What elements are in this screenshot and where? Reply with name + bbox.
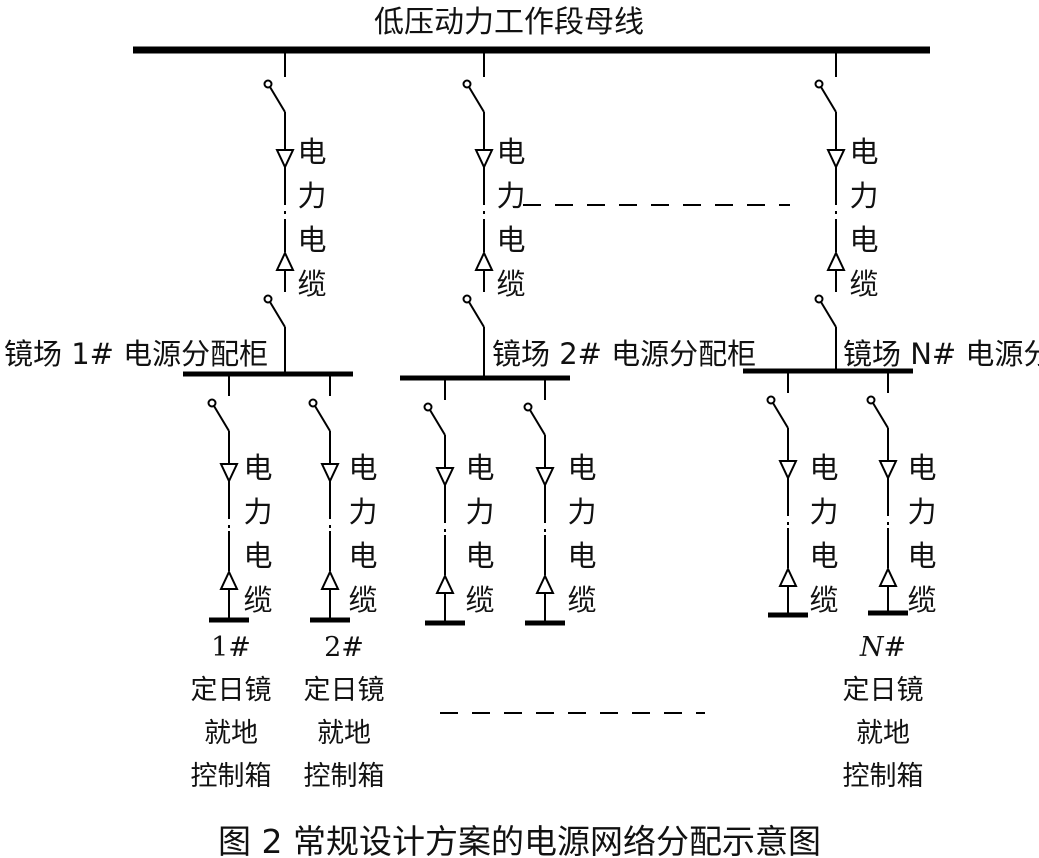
feeder-n-in-switch-blade — [820, 301, 837, 328]
branch-1b-cable-head-bottom — [320, 569, 340, 590]
feeder-2-cable-head-top — [474, 149, 494, 170]
branch-1a-cable-head-top — [219, 463, 239, 484]
branch-2b-cable-head-top — [535, 467, 555, 488]
branch-1b-switch-contact — [308, 398, 318, 408]
cabinet-1-label: 镜场 1# 电源分配柜 — [4, 337, 269, 371]
figure-caption: 图 2 常规设计方案的电源网络分配示意图 — [218, 822, 821, 858]
feeder-n-cable-head-bottom — [826, 250, 846, 271]
feeder-n-switch-contact — [814, 79, 824, 89]
branch-na-cable-head-top — [778, 460, 798, 481]
feeder-2-in-switch-blade — [468, 301, 485, 328]
feeder-2-switch-contact — [462, 79, 472, 89]
feeder-n-cable-head-top — [826, 149, 846, 170]
branch-1b-switch-blade — [314, 405, 331, 432]
box-n-label: 定日镜就地控制箱 — [842, 675, 924, 792]
branch-na-switch-contact — [766, 395, 776, 405]
branch-1a-switch-blade — [213, 405, 230, 432]
cable-label-branch-na: 电力电缆 — [809, 451, 839, 617]
box-2-number: 2# — [324, 632, 364, 663]
branch-2a-switch-contact — [423, 402, 433, 412]
branch-nb-switch-blade — [872, 402, 889, 429]
box-n-number: N# — [859, 632, 907, 663]
box-2-label: 定日镜就地控制箱 — [303, 675, 385, 792]
cable-label-branch-1a: 电力电缆 — [243, 451, 273, 617]
branch-2b-switch-blade — [529, 409, 546, 436]
branch-1b-cable-head-top — [320, 463, 340, 484]
box-1-label: 定日镜就地控制箱 — [190, 675, 272, 792]
branch-nb-switch-contact — [866, 395, 876, 405]
feeder-1-switch-contact — [263, 79, 273, 89]
cabinet-n-label: 镜场 N# 电源分 — [843, 337, 1039, 371]
feeder-n-in-switch-contact — [814, 294, 824, 304]
branch-1a-cable-head-bottom — [219, 569, 239, 590]
branch-2a-cable-head-top — [435, 467, 455, 488]
main-bus-label: 低压动力工作段母线 — [374, 5, 644, 40]
feeder-2-cable-head-bottom — [474, 250, 494, 271]
branch-2b-cable-head-bottom — [535, 573, 555, 594]
branch-na-cable-head-bottom — [778, 566, 798, 587]
cabinet-2-label: 镜场 2# 电源分配柜 — [492, 337, 757, 371]
feeder-1-in-switch-contact — [263, 294, 273, 304]
cable-label-branch-2a: 电力电缆 — [465, 451, 495, 617]
branch-2a-cable-head-bottom — [435, 573, 455, 594]
branch-nb-cable-head-top — [878, 460, 898, 481]
cable-label-branch-2b: 电力电缆 — [567, 451, 597, 617]
cable-label-feeder-1: 电力电缆 — [297, 135, 327, 301]
feeder-1-cable-head-top — [275, 149, 295, 170]
cable-label-feeder-n: 电力电缆 — [849, 135, 879, 301]
feeder-n-switch-blade — [820, 86, 837, 113]
branch-2b-switch-contact — [523, 402, 533, 412]
feeder-1-in-switch-blade — [269, 301, 286, 328]
branch-nb-cable-head-bottom — [878, 566, 898, 587]
cable-label-branch-nb: 电力电缆 — [907, 451, 937, 617]
branch-na-switch-blade — [772, 402, 789, 429]
cable-label-branch-1b: 电力电缆 — [348, 451, 378, 617]
feeder-2-switch-blade — [468, 86, 485, 113]
feeder-1-cable-head-bottom — [275, 250, 295, 271]
cable-label-feeder-2: 电力电缆 — [496, 135, 526, 301]
box-1-number: 1# — [211, 632, 251, 663]
branch-2a-switch-blade — [429, 409, 446, 436]
feeder-2-in-switch-contact — [462, 294, 472, 304]
branch-1a-switch-contact — [207, 398, 217, 408]
feeder-1-switch-blade — [269, 86, 286, 113]
